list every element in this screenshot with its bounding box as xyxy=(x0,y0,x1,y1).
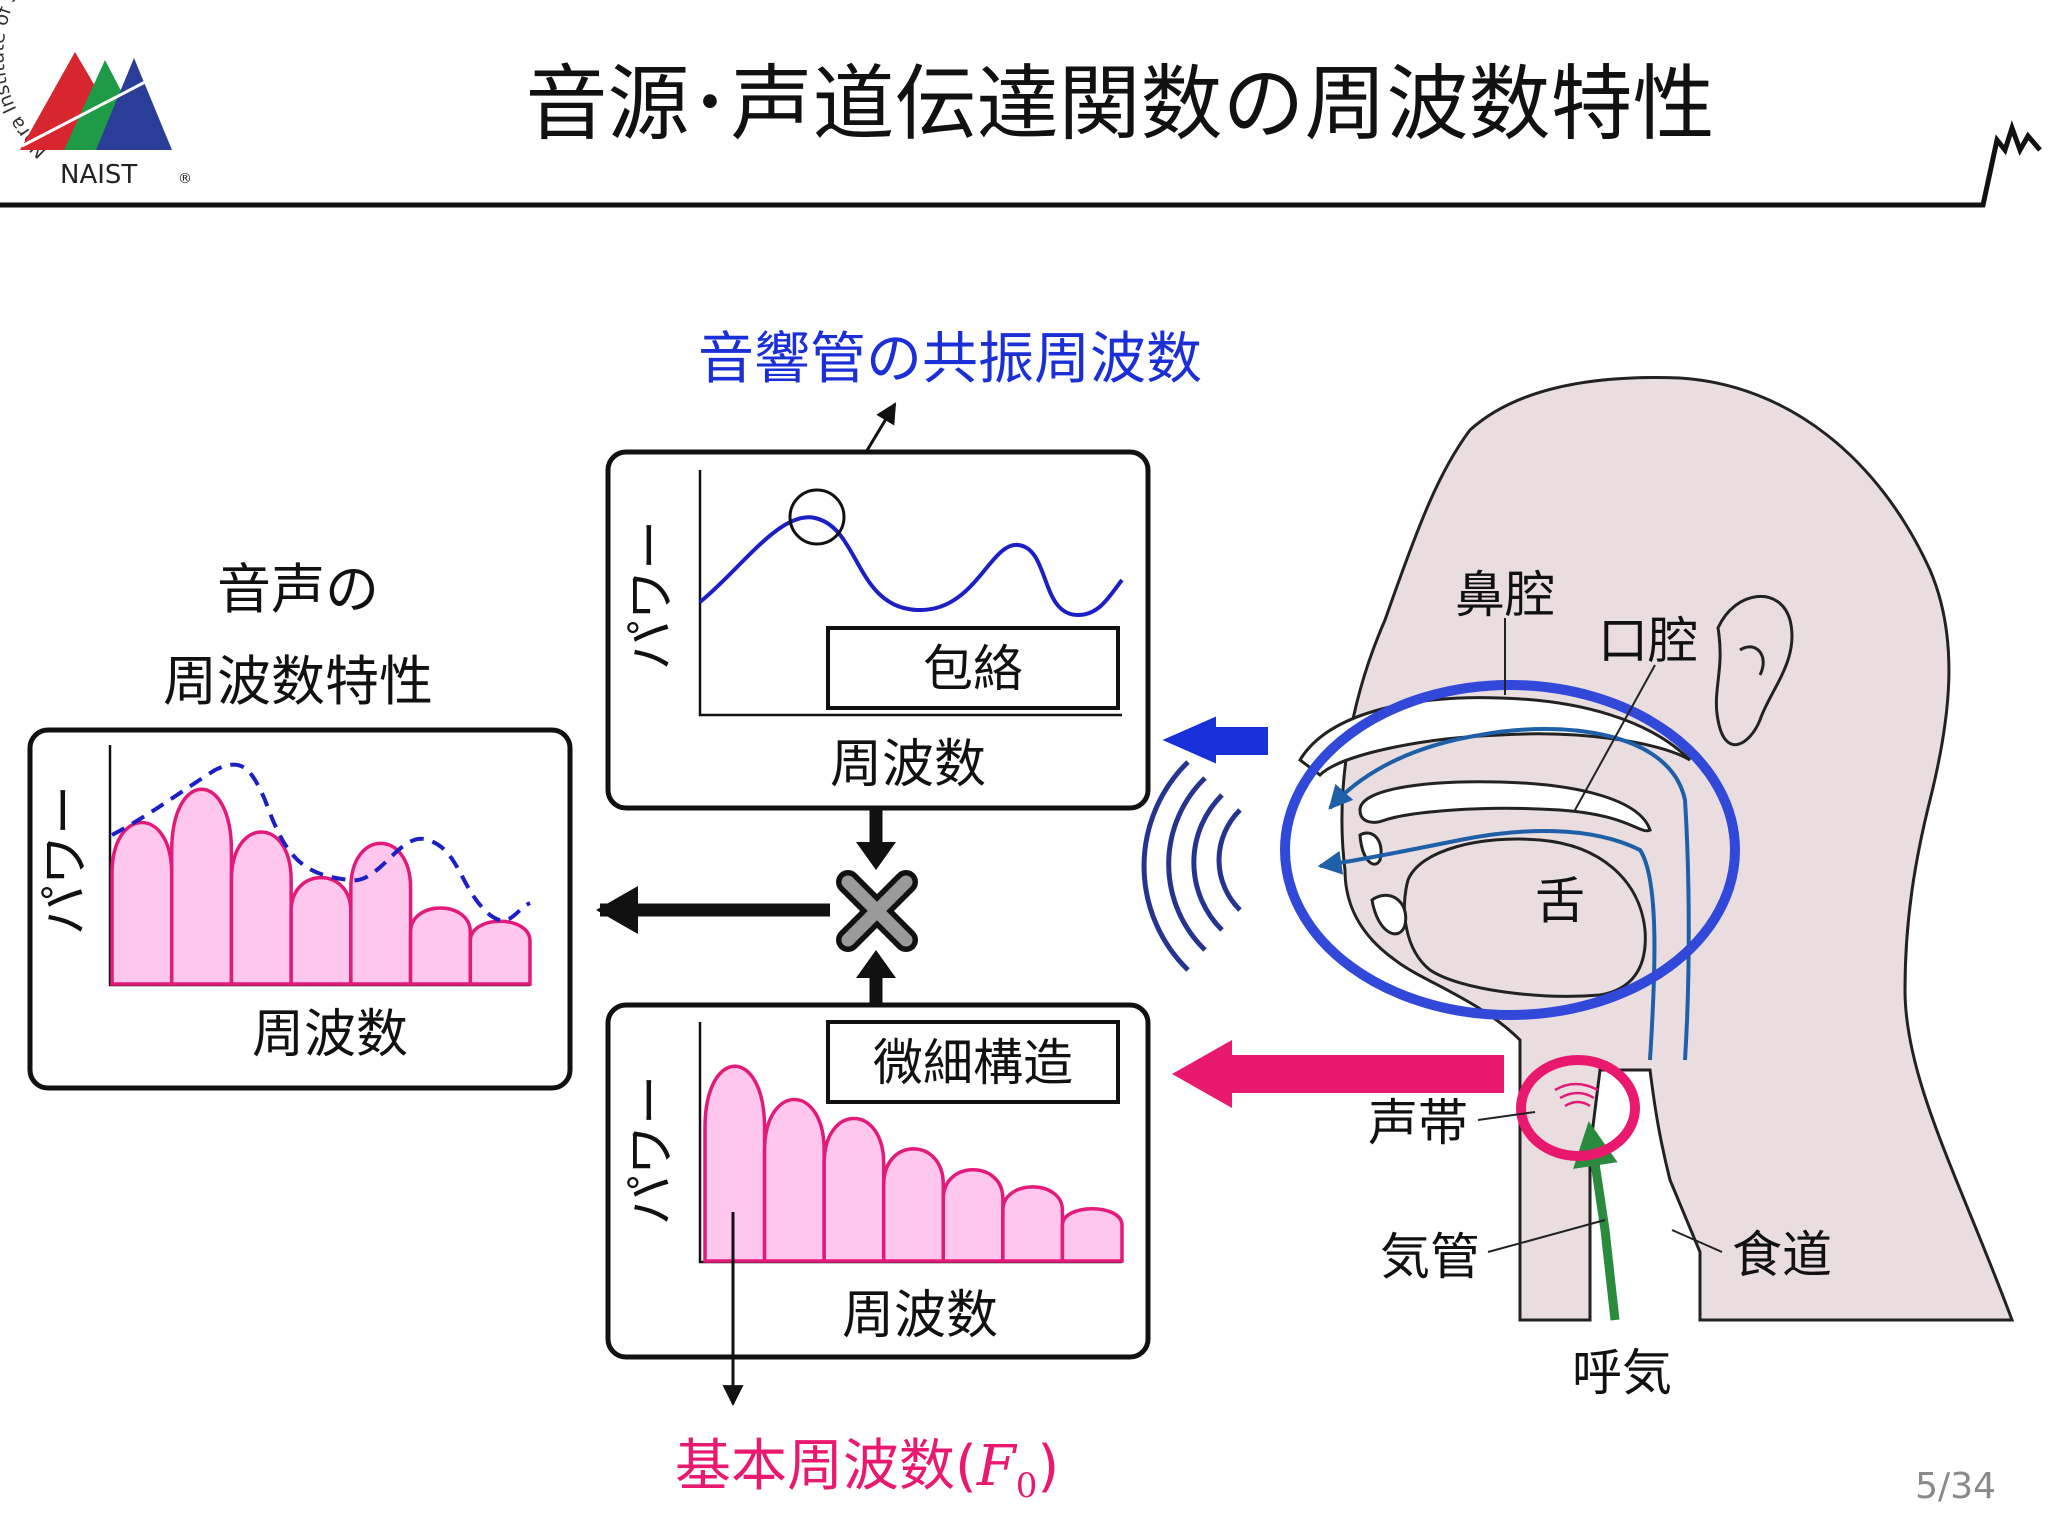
speech-x-label: 周波数 xyxy=(252,1005,408,1065)
oral-flow-arrow xyxy=(1317,829,1657,1061)
tract-to-envelope-arrow-shaft xyxy=(1212,727,1268,755)
head-illustration xyxy=(1280,376,2015,1322)
ear xyxy=(1714,595,1794,746)
fine-structure-box: パワー 微細構造 周波数 xyxy=(605,1002,1151,1360)
label-exhale: 呼気 xyxy=(1572,1344,1672,1402)
source-to-fine-arrow-head xyxy=(1172,1040,1232,1108)
envelope-tag-box xyxy=(826,626,1120,710)
multiply-operator xyxy=(836,870,918,952)
vocal-cord-vibration xyxy=(1554,1082,1599,1108)
naist-logo: Nara Institute of Science and Technology… xyxy=(0,0,214,190)
resonance-peak-circle xyxy=(788,488,846,546)
fine-harmonic-3 xyxy=(822,1116,886,1263)
fine-harmonics xyxy=(703,1064,1124,1263)
label-tongue: 舌 xyxy=(1535,872,1585,930)
lower-lip xyxy=(1370,893,1408,936)
fine-y-label: パワー xyxy=(622,1075,680,1225)
f0-paren-close: ) xyxy=(1037,1434,1059,1499)
speech-y-label: パワー xyxy=(36,785,94,935)
envelope-curve xyxy=(698,515,1124,618)
esophagus-leader-line xyxy=(1671,1229,1723,1253)
fine-harmonic-5 xyxy=(941,1168,1005,1263)
speech-envelope-curve xyxy=(111,762,531,923)
fine-harmonic-2 xyxy=(762,1097,826,1263)
vocal-tract-highlight xyxy=(1280,680,1740,1020)
down-arrow-head xyxy=(856,842,896,870)
head-outline xyxy=(1340,376,2015,1322)
label-nasal-cavity: 鼻腔 xyxy=(1455,566,1555,624)
speech-spectrum-box: パワー 周波数 xyxy=(27,727,573,1091)
envelope-box: パワー 包絡 周波数 xyxy=(605,449,1151,811)
speech-harmonic-6 xyxy=(408,906,473,986)
speech-label-line2: 周波数特性 xyxy=(163,650,433,713)
resonance-annotation: 音響管の共振周波数 xyxy=(698,327,1202,392)
breath-arrow xyxy=(1573,1121,1620,1321)
header-rule xyxy=(0,120,2042,208)
logo-stripe xyxy=(21,66,173,148)
label-oral-cavity: 口腔 xyxy=(1598,612,1698,670)
vocal-cords-highlight xyxy=(1516,1055,1640,1161)
f0-annotation: 基本周波数(F0) xyxy=(675,1434,1059,1506)
envelope-tag: 包絡 xyxy=(923,640,1023,698)
label-trachea: 気管 xyxy=(1380,1228,1480,1286)
speech-harmonic-4 xyxy=(289,876,353,986)
logo-registered-mark: ® xyxy=(178,171,192,187)
page-title: 音源･声道伝達関数の周波数特性 xyxy=(525,57,1714,152)
result-arrow-head xyxy=(596,886,638,934)
up-arrow-head xyxy=(856,950,896,978)
nasal-flow-arrow xyxy=(1328,727,1691,1061)
f0-paren-open: ( xyxy=(955,1434,977,1499)
source-to-fine-arrow-shaft xyxy=(1228,1055,1504,1093)
logo-blue-peak xyxy=(96,58,172,150)
speech-harmonic-7 xyxy=(468,919,532,986)
fine-x-label: 周波数 xyxy=(842,1286,998,1346)
vocal-cords-leader-line xyxy=(1477,1111,1536,1121)
fine-harmonic-1 xyxy=(703,1064,767,1263)
fine-tag: 微細構造 xyxy=(873,1034,1073,1092)
speech-harmonic-3 xyxy=(229,830,293,986)
fine-harmonic-4 xyxy=(881,1147,946,1263)
page-number: 5/34 xyxy=(1915,1466,1996,1507)
speech-harmonic-2 xyxy=(169,787,234,986)
trachea-leader-line xyxy=(1487,1219,1606,1253)
speech-harmonic-1 xyxy=(110,820,174,986)
f0-subscript: 0 xyxy=(1016,1466,1038,1506)
f0-variable: F xyxy=(976,1434,1018,1499)
ear-inner xyxy=(1739,645,1765,676)
palate xyxy=(1358,780,1652,833)
label-vocal-cords: 声帯 xyxy=(1368,1094,1468,1152)
fine-harmonic-6 xyxy=(1001,1185,1065,1263)
fine-harmonic-7 xyxy=(1060,1207,1124,1263)
logo-abbr: NAIST xyxy=(60,160,137,190)
speech-label-line1: 音声の xyxy=(217,558,379,621)
envelope-x-label: 周波数 xyxy=(830,735,986,795)
f0-annotation-main: 基本周波数 xyxy=(675,1434,955,1499)
sound-waves xyxy=(1141,760,1242,972)
tongue-shape xyxy=(1402,837,1647,998)
envelope-y-label: パワー xyxy=(622,520,680,670)
envelope-axes xyxy=(698,470,1122,717)
fine-tag-box xyxy=(826,1020,1120,1104)
oral-leader-line xyxy=(1574,664,1656,811)
label-esophagus: 食道 xyxy=(1732,1226,1832,1284)
